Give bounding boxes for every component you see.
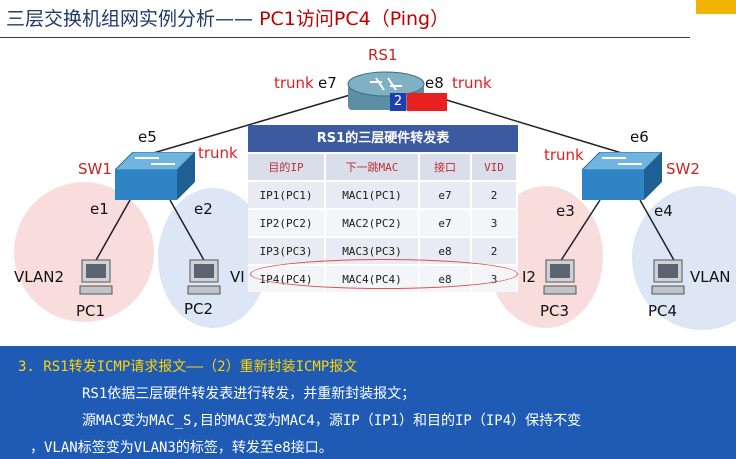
router-trunk-left: trunk xyxy=(274,74,314,92)
column-header-dest-ip: 目的IP xyxy=(248,152,326,181)
column-header-interface: 接口 xyxy=(419,152,472,181)
topology-links xyxy=(94,94,676,263)
cell-dest-ip: IP1(PC1) xyxy=(248,180,326,209)
pc4 xyxy=(650,258,686,302)
cell-next-hop-mac: MAC1(PC1) xyxy=(325,180,420,209)
router-port-badge: 2 xyxy=(390,93,406,111)
explanation-heading: 3. RS1转发ICMP请求报文——（2）重新封装ICMP报文 xyxy=(18,359,358,375)
table-header-row: 目的IP 下一跳MAC 接口 VID xyxy=(248,152,518,181)
pc4-label: PC4 xyxy=(648,302,678,320)
explanation-line-3: ，VLAN标签变为VLAN3的标签，转发至e8接口。 xyxy=(30,440,333,456)
table-row: IP1(PC1) MAC1(PC1) e7 2 xyxy=(248,180,518,209)
sw2-trunk: trunk xyxy=(544,146,584,164)
pc3 xyxy=(542,258,578,302)
pc-icon xyxy=(79,259,113,295)
pc2 xyxy=(186,258,222,302)
switch-icon xyxy=(113,151,197,200)
sw2-label: SW2 xyxy=(666,160,700,178)
pc2-label: PC2 xyxy=(184,300,214,318)
table-row: IP3(PC3) MAC3(PC3) e8 2 xyxy=(248,236,518,265)
sw1-label: SW1 xyxy=(78,160,112,178)
router-label: RS1 xyxy=(368,46,398,64)
pc-icon xyxy=(651,259,685,295)
pc1-label: PC1 xyxy=(76,302,106,320)
cell-vid: 2 xyxy=(471,236,518,265)
cell-next-hop-mac: MAC2(PC2) xyxy=(325,208,420,237)
pc-icon xyxy=(543,259,577,295)
pc-icon xyxy=(187,259,221,295)
cell-vid: 2 xyxy=(471,180,518,209)
vlan3-right-zone xyxy=(632,186,736,330)
title-highlight: PC1访问PC4（Ping） xyxy=(259,8,450,30)
table-row: IP2(PC2) MAC2(PC2) e7 3 xyxy=(248,208,518,237)
switch-icon xyxy=(580,151,664,200)
router-trunk-right: trunk xyxy=(452,74,492,92)
cell-vid: 3 xyxy=(471,208,518,237)
forwarding-table: 目的IP 下一跳MAC 接口 VID IP1(PC1) MAC1(PC1) e7… xyxy=(248,152,518,292)
explanation-line-2: 源MAC变为MAC_S,目的MAC变为MAC4，源IP（IP1）和目的IP（IP… xyxy=(82,413,582,429)
sw1-port-e5: e5 xyxy=(138,128,157,146)
sw2-port-e3: e3 xyxy=(556,202,575,220)
explanation-line-1: RS1依据三层硬件转发表进行转发，并重新封装报文； xyxy=(82,386,416,402)
cell-interface: e7 xyxy=(419,180,472,209)
explanation-panel: 3. RS1转发ICMP请求报文——（2）重新封装ICMP报文 RS1依据三层硬… xyxy=(0,346,736,459)
pc3-label: PC3 xyxy=(540,302,570,320)
sw2-port-e6: e6 xyxy=(630,128,649,146)
router-port-e7: e7 xyxy=(318,74,337,92)
forwarding-table-caption: RS1的三层硬件转发表 xyxy=(248,125,518,152)
switch-sw2 xyxy=(580,151,664,202)
cell-dest-ip: IP2(PC2) xyxy=(248,208,326,237)
vlan-label-right-outer: VLAN xyxy=(690,268,731,286)
column-header-next-hop-mac: 下一跳MAC xyxy=(325,152,420,181)
corner-tab xyxy=(696,0,736,14)
sw1-port-e1: e1 xyxy=(90,200,109,218)
vlan-label-right-inner: I2 xyxy=(522,268,536,286)
sw2-port-e4: e4 xyxy=(654,202,673,220)
column-header-vid: VID xyxy=(471,152,518,181)
sw1-trunk: trunk xyxy=(198,144,238,162)
router-port-highlight xyxy=(407,93,447,111)
title-prefix: 三层交换机组网实例分析—— xyxy=(6,8,254,30)
switch-sw1 xyxy=(113,151,197,202)
pc1 xyxy=(78,258,114,302)
selected-row-highlight xyxy=(250,259,518,289)
page-title: 三层交换机组网实例分析—— PC1访问PC4（Ping） xyxy=(6,4,449,31)
router-port-e8: e8 xyxy=(425,74,444,92)
vlan-label-left-outer: VLAN2 xyxy=(14,268,64,286)
vlan2-left-zone xyxy=(14,182,154,322)
sw1-port-e2: e2 xyxy=(194,200,213,218)
title-divider xyxy=(0,37,690,38)
vlan-label-left-inner: VI xyxy=(230,268,245,286)
cell-interface: e7 xyxy=(419,208,472,237)
